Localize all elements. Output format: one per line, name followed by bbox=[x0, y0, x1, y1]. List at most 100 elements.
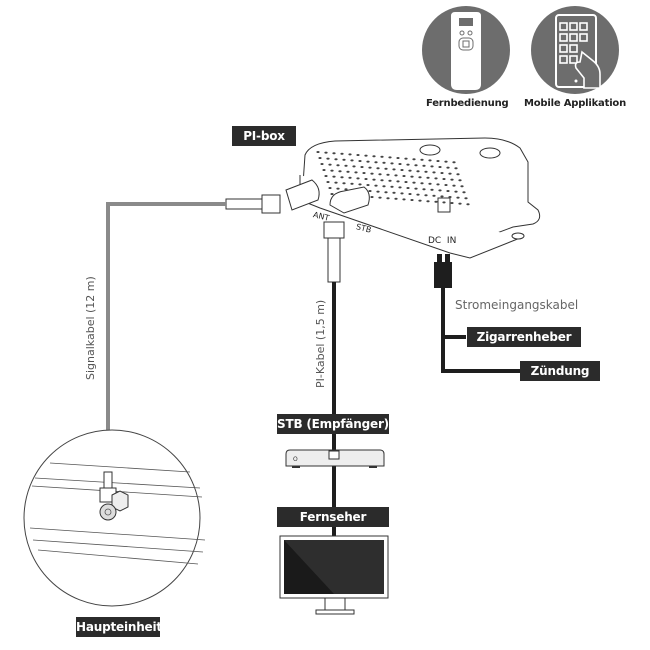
vent-hole bbox=[362, 172, 366, 174]
pi-box-label: PI-box bbox=[232, 126, 296, 146]
vent-hole bbox=[426, 176, 430, 179]
vent-hole bbox=[424, 194, 428, 197]
vent-hole bbox=[354, 171, 358, 174]
vent-hole bbox=[406, 163, 410, 166]
dc-plug bbox=[434, 262, 452, 288]
mobile-app-caption: Mobile Applikation bbox=[524, 98, 627, 109]
vent-hole bbox=[328, 187, 332, 189]
vent-hole bbox=[318, 157, 322, 159]
vent-hole bbox=[340, 152, 344, 155]
remote-control-caption: Fernbedienung bbox=[426, 98, 509, 109]
power-source-ignition: Zündung bbox=[520, 361, 600, 381]
vent-hole bbox=[386, 173, 390, 176]
vent-hole bbox=[320, 163, 324, 165]
vent-hole bbox=[356, 154, 360, 156]
vent-hole bbox=[412, 158, 416, 161]
vent-hole bbox=[460, 185, 464, 188]
vent-hole bbox=[398, 186, 402, 189]
vent-hole bbox=[380, 179, 384, 182]
vent-hole bbox=[430, 165, 434, 168]
vent-hole bbox=[372, 178, 376, 181]
vent-hole bbox=[448, 172, 452, 175]
stb-port bbox=[323, 186, 370, 283]
vent-hole bbox=[394, 197, 398, 200]
vent-hole bbox=[368, 166, 372, 169]
vent-hole bbox=[342, 158, 346, 161]
vent-hole bbox=[340, 176, 344, 179]
vent-hole bbox=[438, 166, 442, 168]
vent-hole bbox=[422, 188, 426, 191]
vent-hole bbox=[374, 184, 378, 187]
vent-hole bbox=[390, 162, 394, 165]
vent-hole bbox=[428, 182, 432, 185]
vent-hole bbox=[334, 181, 338, 184]
vent-hole bbox=[452, 184, 456, 187]
vent-hole bbox=[366, 184, 370, 186]
vent-hole bbox=[332, 175, 336, 178]
vent-hole bbox=[370, 196, 374, 198]
vent-hole bbox=[392, 191, 396, 194]
vent-hole bbox=[456, 196, 460, 199]
vent-hole bbox=[326, 181, 330, 183]
vent-hole bbox=[316, 151, 320, 153]
vent-hole bbox=[440, 172, 444, 174]
vent-hole bbox=[408, 193, 412, 195]
vent-hole bbox=[376, 167, 380, 170]
vent-hole bbox=[412, 181, 416, 184]
main-unit-closeup bbox=[23, 429, 206, 607]
vent-hole bbox=[400, 192, 404, 195]
vent-hole bbox=[406, 187, 410, 189]
vent-hole bbox=[442, 201, 446, 204]
vent-hole bbox=[356, 177, 360, 180]
vent-hole bbox=[382, 185, 386, 188]
vent-hole bbox=[384, 191, 388, 194]
vent-hole bbox=[336, 187, 340, 190]
vent-hole bbox=[402, 175, 406, 177]
vent-hole bbox=[364, 178, 368, 180]
vent-hole bbox=[414, 187, 418, 190]
vent-hole bbox=[404, 157, 408, 160]
stb-receiver-label: STB (Empfänger) bbox=[277, 414, 389, 434]
vent-hole bbox=[388, 179, 392, 182]
power-cable bbox=[441, 288, 520, 373]
signal-cable-label: Signalkabel (12 m) bbox=[84, 276, 97, 380]
vent-hole bbox=[404, 181, 408, 183]
vent-hole bbox=[438, 189, 442, 192]
mobile-app-icon bbox=[531, 6, 619, 94]
vent-hole bbox=[382, 161, 386, 164]
vent-hole bbox=[348, 176, 352, 179]
vent-hole bbox=[436, 160, 440, 162]
vent-hole bbox=[372, 155, 376, 158]
vent-hole bbox=[456, 173, 460, 176]
vent-hole bbox=[390, 185, 394, 188]
vent-hole bbox=[444, 184, 448, 186]
vent-hole bbox=[344, 164, 348, 167]
vent-hole bbox=[448, 196, 452, 198]
vent-hole bbox=[358, 183, 362, 186]
vent-hole bbox=[388, 156, 392, 159]
vent-hole bbox=[324, 175, 328, 177]
vent-hole bbox=[336, 164, 340, 167]
svg-text:O: O bbox=[293, 456, 298, 463]
vent-hole bbox=[328, 163, 332, 166]
vent-hole bbox=[358, 160, 362, 162]
vent-hole bbox=[380, 155, 384, 158]
vent-hole bbox=[350, 159, 354, 162]
pi-cable-label: PI-Kabel (1,5 m) bbox=[314, 299, 327, 388]
power-cable-label: Stromeingangskabel bbox=[455, 298, 579, 312]
vent-hole bbox=[416, 193, 420, 196]
vent-hole bbox=[374, 161, 378, 164]
vent-hole bbox=[342, 182, 346, 185]
vent-hole bbox=[424, 170, 428, 173]
vent-hole bbox=[370, 172, 374, 175]
vent-hole bbox=[378, 173, 382, 176]
vent-hole bbox=[428, 159, 432, 162]
vent-hole bbox=[410, 175, 414, 178]
vent-hole bbox=[396, 180, 400, 183]
stb-receiver: O bbox=[285, 449, 385, 468]
vent-hole bbox=[450, 178, 454, 181]
vent-hole bbox=[452, 161, 456, 164]
vent-hole bbox=[464, 197, 468, 200]
vent-hole bbox=[386, 197, 390, 200]
